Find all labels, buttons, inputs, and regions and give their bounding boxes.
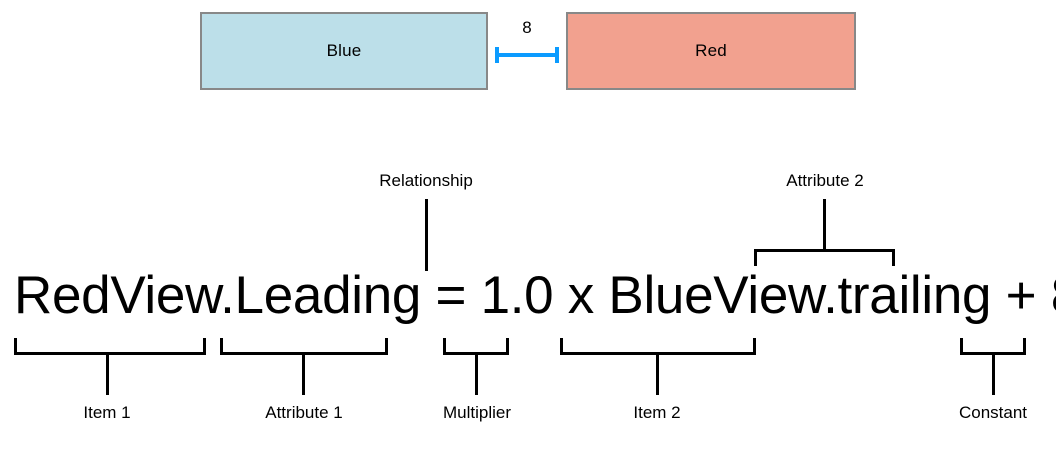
annotation-stem-item-2 [656, 355, 659, 395]
annotation-stem-multiplier [475, 355, 478, 395]
annotation-label-multiplier: Multiplier [442, 403, 512, 422]
annotation-stem-item-1 [106, 355, 109, 395]
annotation-stem-attribute-1 [302, 355, 305, 395]
blue-view-label: Blue [326, 41, 362, 60]
annotation-label-relationship: Relationship [379, 171, 473, 190]
red-view-box[interactable]: Red [566, 12, 856, 90]
annotation-label-attribute-1: Attribute 1 [265, 403, 343, 422]
annotation-stem-relationship [425, 199, 428, 271]
annotation-label-attribute-2: Attribute 2 [786, 171, 864, 190]
annotation-bracket-attribute-1 [220, 338, 388, 355]
spacing-cap-left-icon [495, 47, 499, 63]
annotation-bracket-item-2 [560, 338, 756, 355]
red-view-label: Red [695, 41, 727, 60]
annotation-stem-constant [992, 355, 995, 395]
annotation-stem-attribute-2 [823, 199, 826, 251]
spacing-cap-right-icon [555, 47, 559, 63]
annotation-bracket-item-1 [14, 338, 206, 355]
constraint-formula: RedView.Leading = 1.0 x BlueView.trailin… [14, 266, 1056, 325]
annotation-bracket-multiplier [443, 338, 509, 355]
spacing-value-label: 8 [522, 18, 532, 37]
blue-view-box[interactable]: Blue [200, 12, 488, 90]
spacing-bar-line [495, 53, 559, 57]
spacing-indicator: 8 [493, 18, 561, 66]
annotation-label-constant: Constant [958, 403, 1028, 422]
annotation-bracket-constant [960, 338, 1026, 355]
annotation-label-item-2: Item 2 [633, 403, 681, 422]
annotation-label-item-1: Item 1 [83, 403, 131, 422]
annotation-bracket-attribute-2 [754, 249, 895, 266]
